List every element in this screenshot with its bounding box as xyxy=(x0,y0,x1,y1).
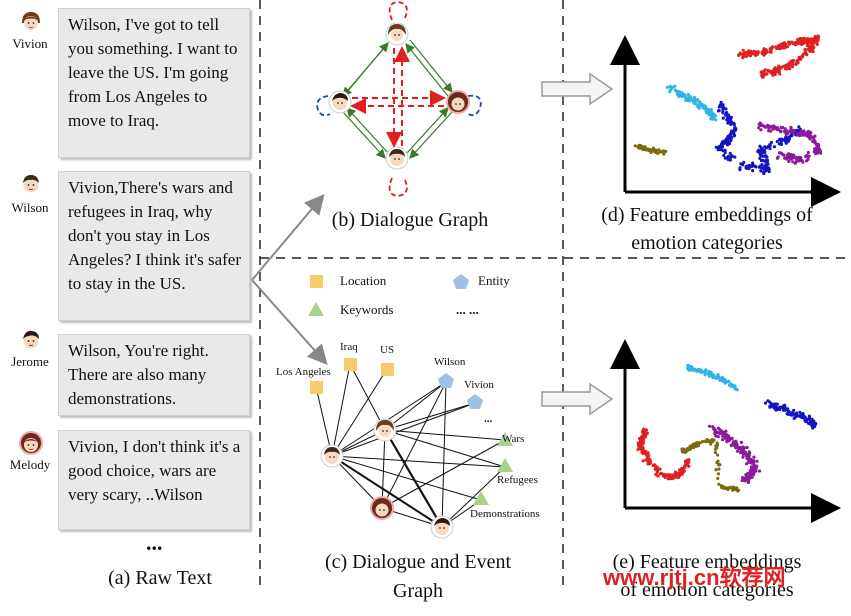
plot-e-points xyxy=(637,364,818,493)
watermark-text: www.rjtj.cn软荐网 xyxy=(603,560,786,592)
plot-d-points xyxy=(634,35,823,176)
cluster-olive xyxy=(634,144,668,156)
plot-e-axes xyxy=(625,342,838,508)
caption-embeddings-d-line1: (d) Feature embeddings of xyxy=(572,203,842,227)
cluster-blue xyxy=(764,399,817,429)
cluster-purple xyxy=(708,425,761,484)
cluster-red xyxy=(737,35,820,79)
cluster-cyan xyxy=(686,364,739,392)
caption-embeddings-d-line2: emotion categories xyxy=(572,231,842,255)
cluster-blue xyxy=(715,101,805,175)
cluster-red xyxy=(637,428,691,481)
cluster-cyan xyxy=(666,85,718,122)
plot-d-axes xyxy=(625,38,838,192)
